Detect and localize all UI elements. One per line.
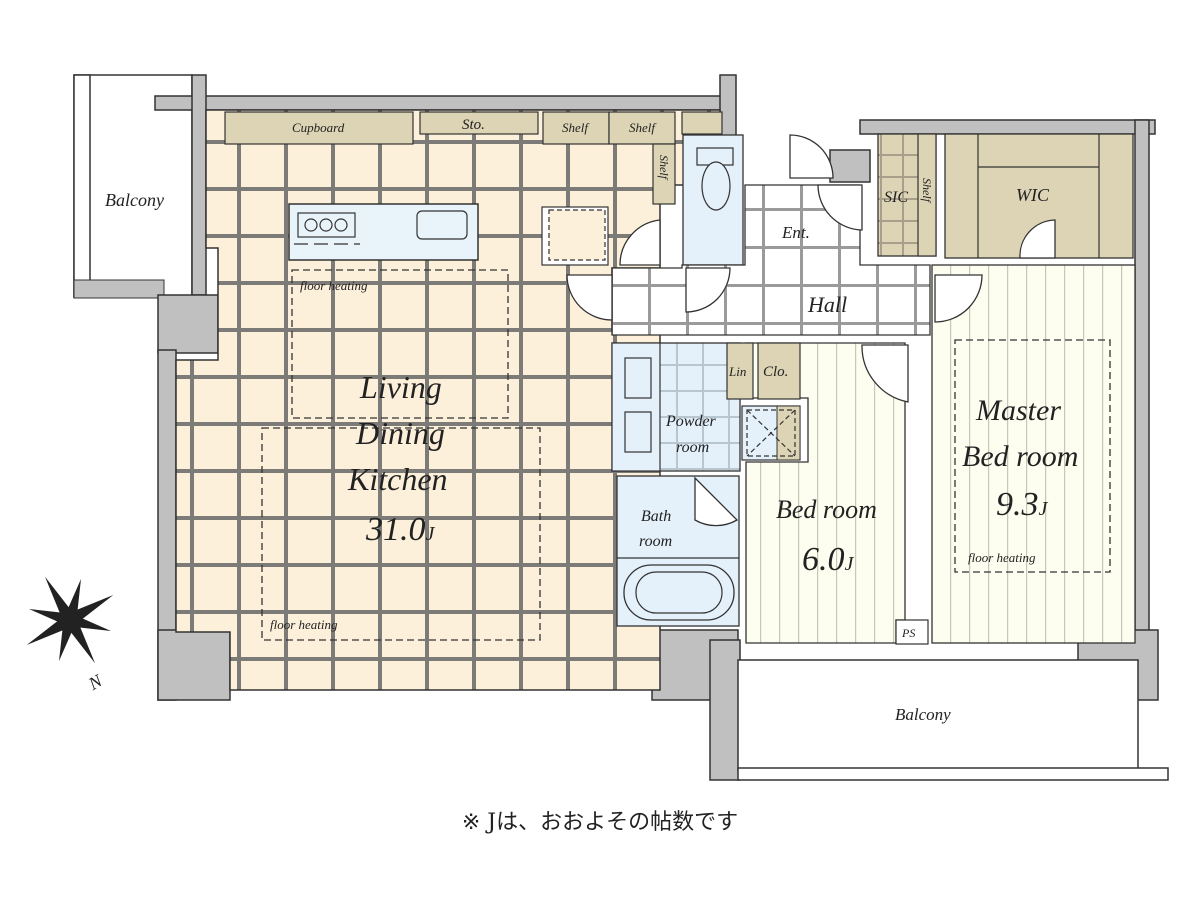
label-wic: WIC: [1016, 185, 1050, 205]
label-shelf-3: Shelf: [657, 155, 671, 181]
label-cupboard: Cupboard: [292, 120, 345, 135]
toilet: [682, 134, 744, 266]
label-balcony-west: Balcony: [105, 190, 164, 210]
label-ldk-area: 31.0J: [365, 511, 436, 548]
powder-area: [611, 342, 801, 472]
label-master-area: 9.3J: [996, 486, 1049, 523]
bathroom: [616, 475, 740, 627]
balcony-west: [73, 74, 193, 299]
label-hall: Hall: [807, 292, 847, 317]
label-shelf-2: Shelf: [629, 120, 657, 135]
label-sto: Sto.: [462, 117, 485, 133]
label-clo: Clo.: [763, 364, 788, 380]
label-bed-line1: Bed room: [776, 495, 877, 524]
label-ldk-line3: Kitchen: [347, 461, 448, 497]
storage-north: [877, 133, 1134, 259]
balcony-south: [737, 659, 1169, 781]
doors: [566, 134, 1056, 527]
label-lin: Lin: [728, 364, 746, 379]
label-floor-heating-1: floor heating: [300, 278, 368, 293]
label-bath-line1: Bath: [641, 508, 671, 525]
label-ldk-line1: Living: [359, 369, 442, 405]
label-ps: PS: [901, 626, 915, 640]
label-balcony-south: Balcony: [895, 705, 951, 724]
footnote: ※ Jは、おおよその帖数です: [461, 810, 739, 835]
label-shelf-sic: Shelf: [920, 178, 934, 204]
label-sic: SIC: [884, 189, 908, 206]
room-bed: [745, 342, 929, 645]
label-entrance: Ent.: [781, 223, 810, 242]
room-ldk: [175, 109, 723, 691]
label-floor-heating-3: floor heating: [968, 550, 1036, 565]
label-bath-line2: room: [639, 533, 672, 550]
label-floor-heating-2: floor heating: [270, 617, 338, 632]
label-shelf-1: Shelf: [562, 120, 590, 135]
compass-north-label: N: [84, 670, 106, 694]
label-powder-line1: Powder: [665, 413, 717, 430]
label-powder-line2: room: [676, 439, 709, 456]
compass-rose-icon: [26, 576, 114, 664]
label-master-line2: Bed room: [962, 440, 1078, 473]
room-master: [931, 264, 1136, 644]
label-ldk-line2: Dining: [355, 415, 445, 451]
label-master-line1: Master: [975, 394, 1061, 427]
label-bed-area: 6.0J: [802, 541, 855, 578]
